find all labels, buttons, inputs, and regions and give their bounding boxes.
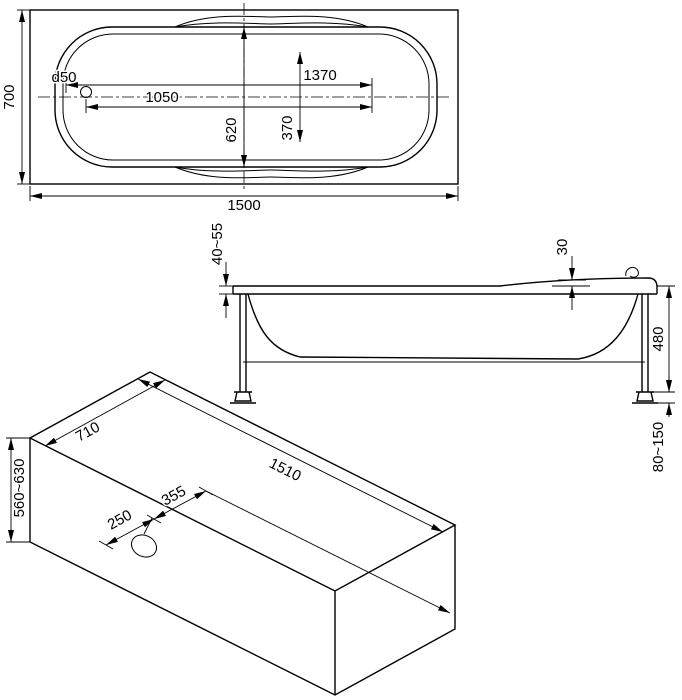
dim-label-d50: d50 [51, 69, 76, 86]
side-bowl [247, 293, 639, 360]
dim-label-1050: 1050 [145, 89, 178, 106]
dim-label-40-55: 40~55 [209, 223, 226, 265]
overflow-hook-icon [625, 266, 639, 278]
dim-250-355 [98, 486, 451, 614]
top-view [17, 3, 459, 201]
handle-bottom [174, 166, 369, 179]
handle-top [174, 15, 369, 28]
dim-1500 [29, 186, 459, 201]
dim-1050 [85, 99, 372, 113]
dim-1510 [137, 378, 444, 533]
dim-710 [44, 379, 166, 447]
dim-label-620: 620 [223, 117, 240, 142]
dim-label-370: 370 [279, 115, 296, 140]
dim-label-80-150: 80~150 [650, 422, 667, 472]
iso-drain-hole [130, 534, 158, 558]
dim-560-630 [6, 437, 30, 543]
iso-view [6, 371, 457, 696]
dim-40-55 [219, 262, 233, 318]
side-rim [232, 277, 658, 295]
dim-480 [654, 285, 675, 393]
dim-label-1370: 1370 [303, 67, 336, 84]
dim-30 [552, 256, 590, 310]
dim-label-1500: 1500 [227, 197, 260, 214]
side-view [219, 256, 675, 417]
dim-label-250: 250 [105, 507, 135, 534]
dim-label-480: 480 [650, 326, 667, 351]
side-leg-left [230, 294, 256, 404]
side-leg-right [632, 294, 658, 404]
dim-label-710: 710 [73, 419, 103, 446]
dim-label-700: 700 [1, 84, 18, 109]
dim-700 [17, 9, 30, 185]
dim-80-150 [658, 376, 675, 417]
drain-circle [80, 86, 92, 98]
dim-label-560-630: 560~630 [11, 459, 28, 518]
dim-label-30: 30 [554, 239, 571, 256]
